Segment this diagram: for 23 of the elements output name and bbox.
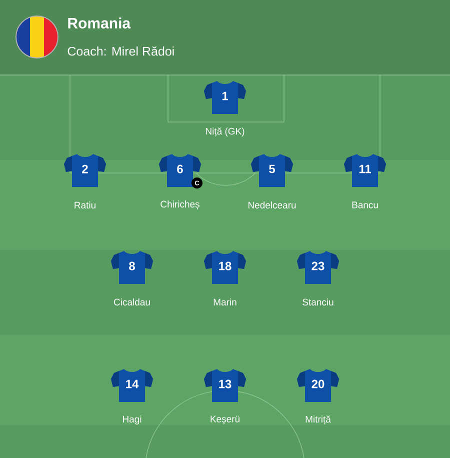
- player-name: Hagi: [123, 416, 142, 424]
- jersey: 20: [297, 369, 339, 402]
- player-name: Stanciu: [302, 298, 334, 306]
- player-name: Keșerü: [210, 416, 240, 424]
- player-name: Marin: [214, 298, 236, 306]
- jersey: 23: [297, 251, 339, 284]
- player-name: Nedelcearu: [248, 202, 296, 208]
- coach-name: Coach: Mirel Rădoi: [68, 46, 174, 56]
- player-name: Ratiu: [74, 202, 96, 208]
- player-name: Chiricheș: [160, 200, 200, 210]
- player-name: Niță (GK): [206, 128, 244, 136]
- jersey: 11: [344, 154, 386, 187]
- team-name: Romania: [68, 18, 131, 28]
- player-name: Mitriță: [306, 416, 331, 424]
- jersey: 8: [111, 251, 153, 284]
- jersey: 13: [204, 369, 246, 402]
- player-name: Bancu: [352, 202, 378, 208]
- jersey: 14: [111, 369, 153, 402]
- jersey: 5: [251, 154, 293, 187]
- jersey: 2: [64, 154, 106, 187]
- jersey: 18: [204, 251, 246, 284]
- jersey: 1: [204, 81, 246, 114]
- player-name: Cicaldau: [114, 298, 150, 306]
